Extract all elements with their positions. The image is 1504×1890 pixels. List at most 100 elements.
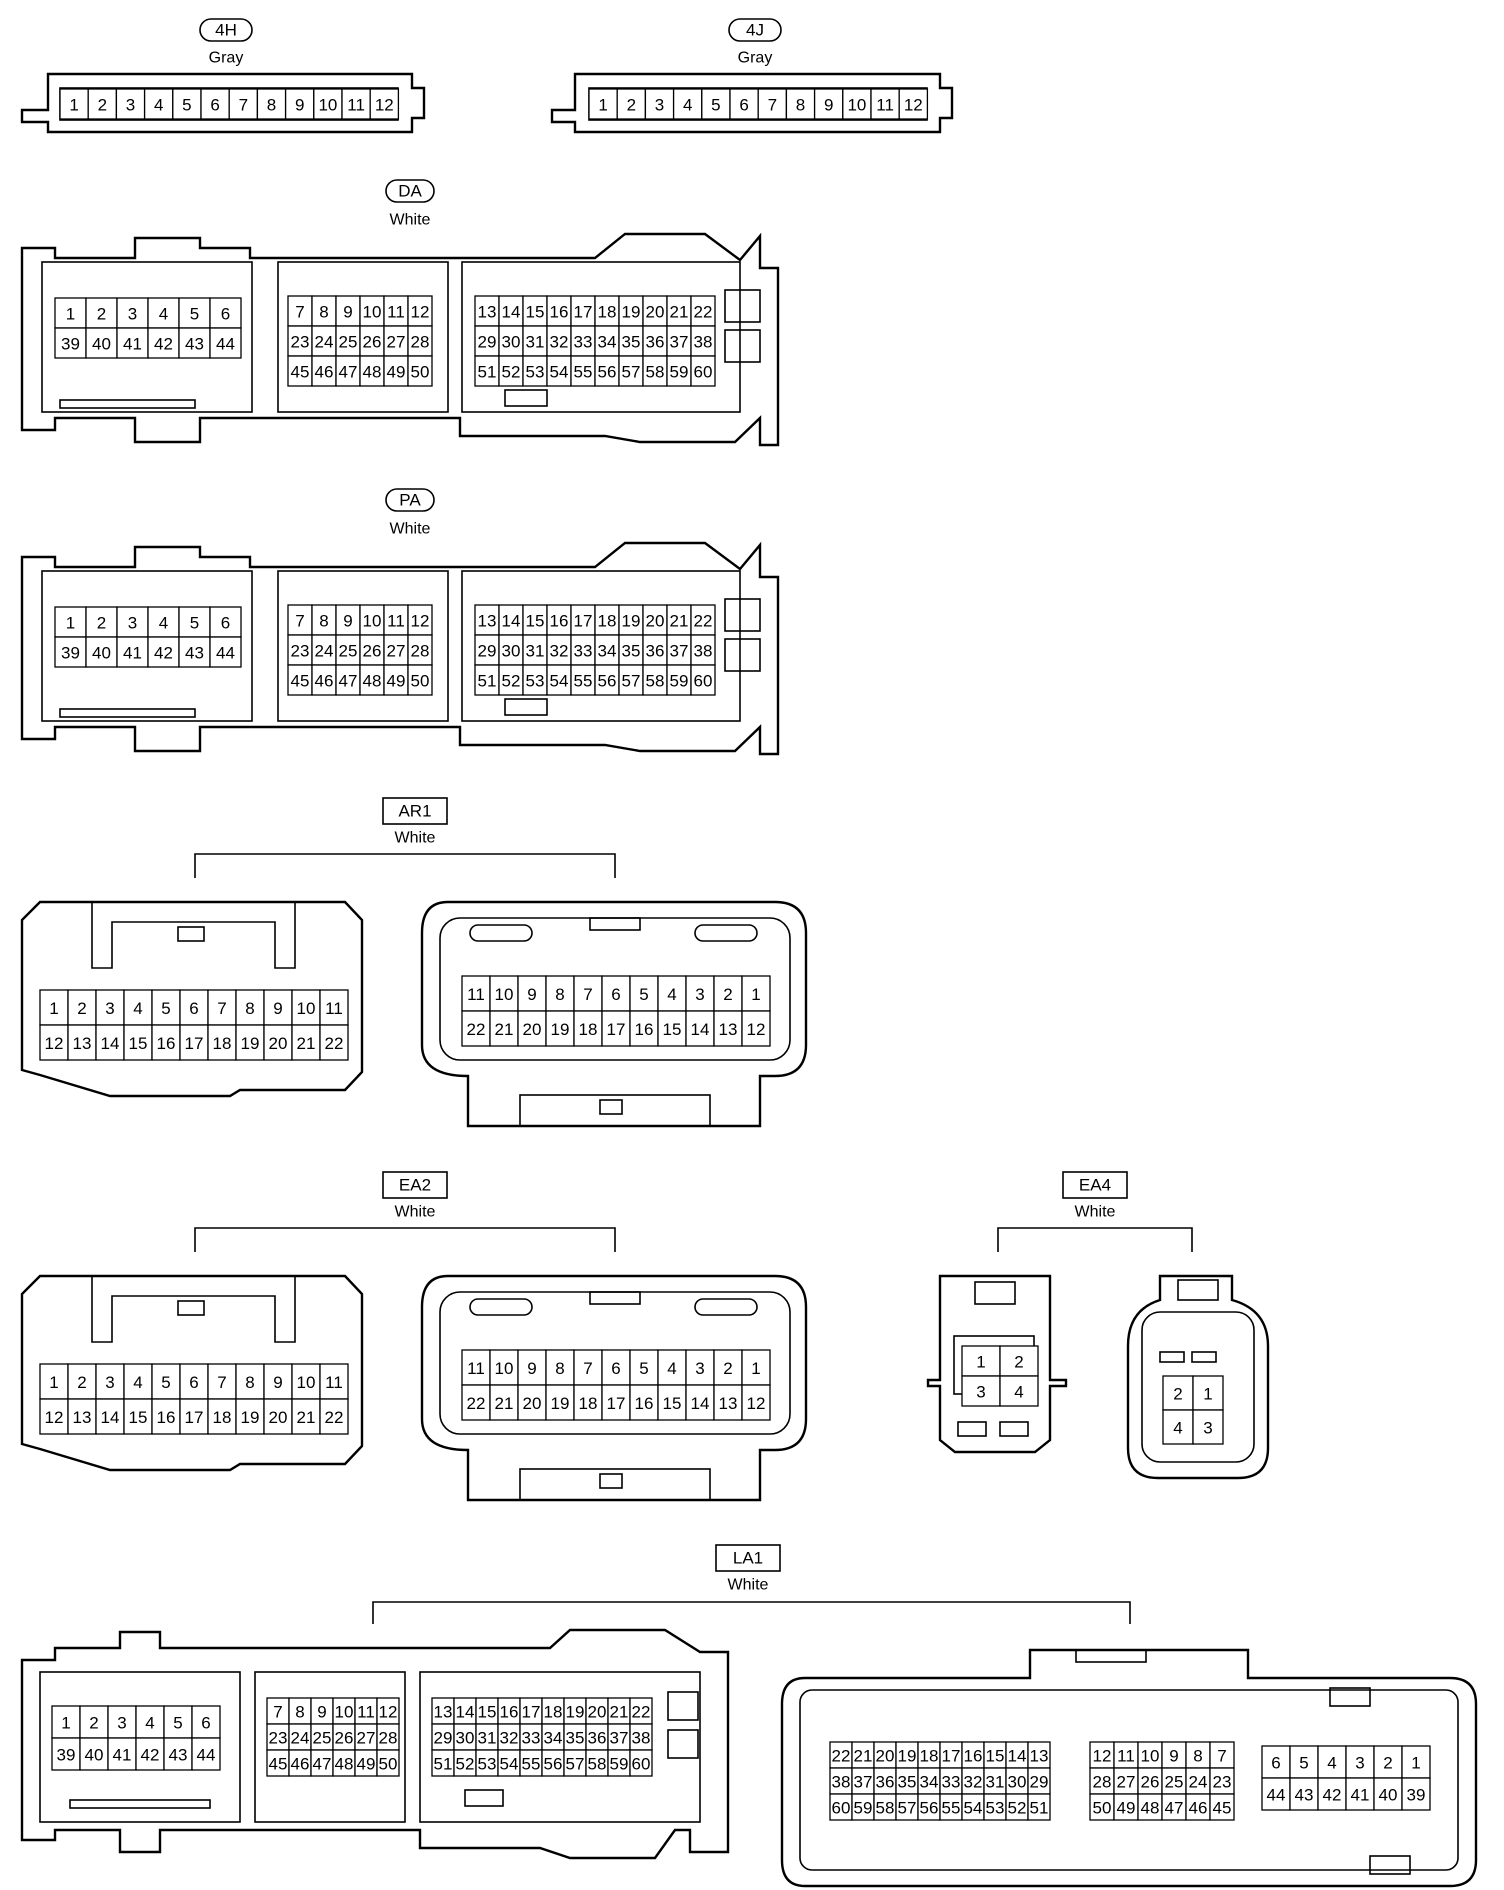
pin-number: 34 [920,1773,939,1792]
pin-number: 3 [1355,1754,1364,1773]
pin-number: 7 [295,303,304,322]
pin-number: 39 [1407,1786,1426,1805]
pin-number: 46 [315,363,334,382]
pin-cell [1161,1767,1187,1795]
pin-number: 53 [478,1755,497,1774]
connector-color: White [1075,1204,1116,1221]
pin-cell [1137,1793,1163,1821]
pin-cell [319,1024,349,1061]
pin-number: 3 [655,96,664,115]
pin-cell [287,634,313,666]
pin-cell [1261,1745,1291,1779]
pin-number: 57 [622,363,641,382]
pin-number: 4 [683,96,692,115]
pin-number: 58 [646,672,665,691]
pin-cell [383,604,409,636]
lock-notch [599,1099,623,1115]
housing-section [419,1671,701,1823]
pin-number: 2 [723,985,732,1004]
rib [1329,1687,1371,1707]
connector-color: White [395,1204,436,1221]
pin-number: 1 [49,999,58,1018]
pin-cell [666,325,692,357]
pin-cell [1185,1767,1211,1795]
pin-number: 48 [363,672,382,691]
pin-number: 31 [526,333,545,352]
pin-cell [545,975,575,1012]
pin-cell [729,88,759,120]
connector-code-label [199,18,253,42]
pin-number: 9 [273,1373,282,1392]
pin-number: 11 [357,1703,375,1722]
pin-cell [601,1010,631,1047]
pin-number: 59 [854,1799,873,1818]
pin-number: 53 [986,1799,1005,1818]
pin-cell [256,88,287,120]
pin-number: 49 [387,672,406,691]
bracket [372,1601,1131,1624]
pin-number: 7 [217,1373,226,1392]
pin-number: 2 [98,96,107,115]
pin-number: 19 [551,1394,570,1413]
pin-number: 8 [245,1373,254,1392]
pin-number: 58 [876,1799,895,1818]
pin-cell [284,88,315,120]
pin-number: 8 [555,985,564,1004]
pin-cell [209,636,242,668]
pin-number: 4 [145,1714,154,1733]
pin-number: 15 [663,1394,682,1413]
pin-number: 3 [126,96,135,115]
pin-cell [517,1384,547,1421]
pin-number: 14 [502,612,521,631]
pin-number: 18 [920,1747,939,1766]
pin-number: 27 [387,333,406,352]
bracket [194,1227,616,1252]
pin-number: 35 [622,642,641,661]
pin-cell [813,88,844,120]
pin-cell [573,1384,603,1421]
pin-number: 49 [1117,1799,1136,1818]
pin-number: 10 [847,96,866,115]
pin-number: 21 [670,612,689,631]
pin-cell [1317,1777,1347,1811]
pin-number: 20 [523,1394,542,1413]
pin-number: 57 [566,1755,585,1774]
pin-number: 22 [632,1703,651,1722]
pin-number: 7 [768,96,777,115]
pin-cell [999,1375,1039,1407]
pin-cell [151,1024,181,1061]
pin-number: 10 [297,1373,316,1392]
pin-number: 45 [291,672,310,691]
pin-number: 11 [876,96,894,115]
pin-cell [311,604,337,636]
pin-cell [87,88,118,120]
pin-number: 52 [502,363,521,382]
pin-cell [690,634,716,666]
pin-number: 18 [213,1034,232,1053]
pin-number: 12 [45,1408,64,1427]
pin-number: 12 [375,96,394,115]
pin-cell [147,327,180,359]
pin-number: 23 [269,1729,288,1748]
rib [694,1298,758,1316]
pin-number: 11 [325,1373,343,1392]
pin-cell [616,88,647,120]
pin-cell [594,325,620,357]
pin-number: 19 [622,303,641,322]
pin-number: 34 [598,642,617,661]
pin-number: 13 [478,303,497,322]
pin-number: 6 [210,96,219,115]
connector-code-label [715,1544,781,1572]
pin-number: 30 [502,333,521,352]
pin-number: 10 [363,612,382,631]
pin-number: 26 [335,1729,354,1748]
pin-number: 3 [695,1359,704,1378]
lock-tab [519,1468,711,1501]
pin-cell [474,355,500,387]
pin-cell [163,1705,193,1739]
pin-number: 4 [154,96,163,115]
latch-tab [667,1729,699,1759]
pin-cell [999,1345,1039,1377]
